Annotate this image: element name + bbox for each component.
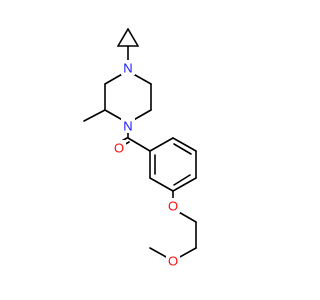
methoxy-oxygen-label: O	[168, 254, 178, 269]
bond-chain	[177, 247, 197, 259]
bond-aromatic	[149, 177, 174, 192]
bond-aromatic	[149, 137, 174, 152]
bond-methyl	[83, 109, 106, 122]
bond-methoxy	[149, 247, 169, 259]
bond-cyclopropyl	[117, 28, 129, 47]
bond-carbonyl-aryl	[127, 137, 151, 152]
molecule-canvas: N N O O O	[83, 28, 197, 269]
bond-lines	[83, 28, 197, 259]
molecule-structure: N N O O O	[83, 28, 197, 269]
bond-cyclopropyl	[127, 28, 139, 47]
bond-aromatic	[172, 137, 197, 152]
ether-oxygen-label: O	[168, 199, 178, 214]
bond-ring	[104, 72, 125, 85]
bond-aromatic-inner	[173, 174, 191, 186]
carbonyl-oxygen-label: O	[114, 141, 124, 156]
bond-ether-chain	[176, 210, 197, 223]
bond-aromatic-inner	[173, 143, 192, 155]
atom-labels: N N O O O	[112, 60, 180, 269]
bond-aromatic	[172, 177, 197, 192]
nitrogen-atom-label: N	[123, 61, 132, 76]
nitrogen-atom-label: N	[123, 119, 132, 134]
